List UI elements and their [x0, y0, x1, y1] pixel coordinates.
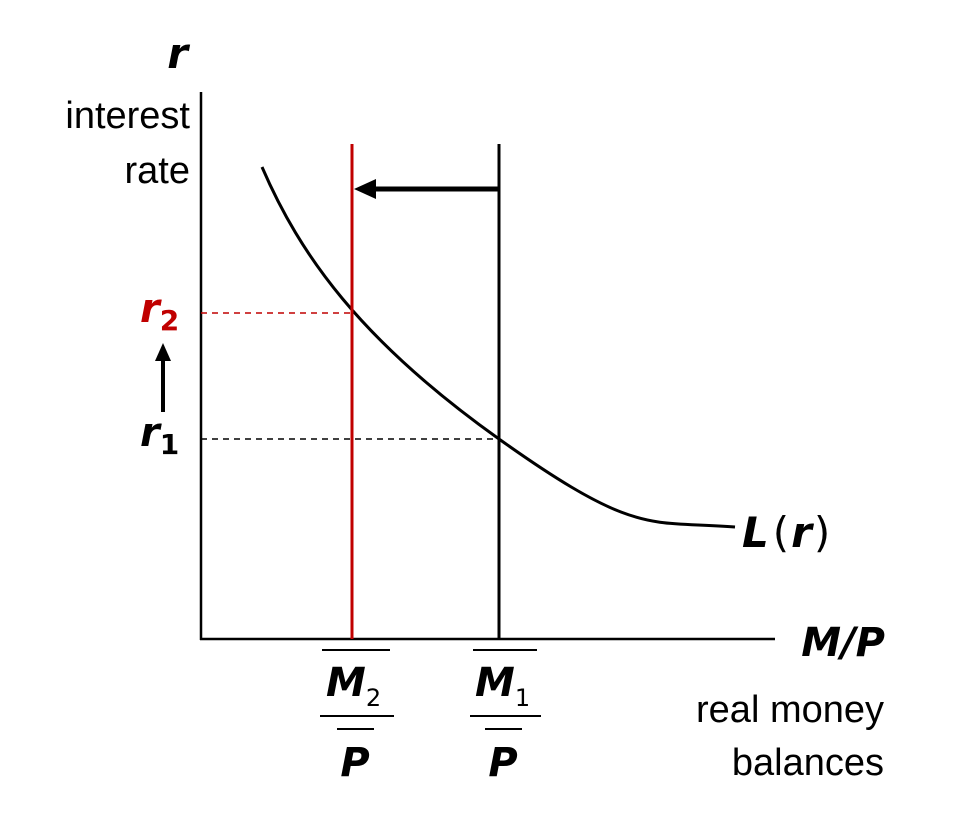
x-axis-caption-line1: real money — [696, 689, 884, 731]
y-axis-caption-line1: interest — [65, 95, 190, 137]
m1-over-p-tick-label: M1 P — [470, 649, 541, 786]
m2-over-p-tick-label: M2 P — [320, 649, 394, 786]
rate-rise-arrowhead — [155, 343, 171, 361]
p1-denominator: P — [488, 740, 517, 786]
m2-numerator: M2 — [326, 660, 381, 712]
p2-denominator: P — [340, 740, 369, 786]
y-axis-symbol: r — [167, 29, 190, 78]
x-axis-symbol: M/P — [801, 620, 885, 666]
m1-numerator: M1 — [475, 660, 530, 712]
y-axis-caption-line2: rate — [125, 150, 190, 192]
r1-label: r1 — [140, 410, 179, 461]
money-demand-label: L(r) — [742, 508, 830, 557]
money-demand-curve — [260, 166, 736, 529]
supply-shift-arrowhead — [354, 179, 376, 199]
r2-label: r2 — [140, 286, 179, 337]
x-axis-caption-line2: balances — [732, 742, 884, 784]
